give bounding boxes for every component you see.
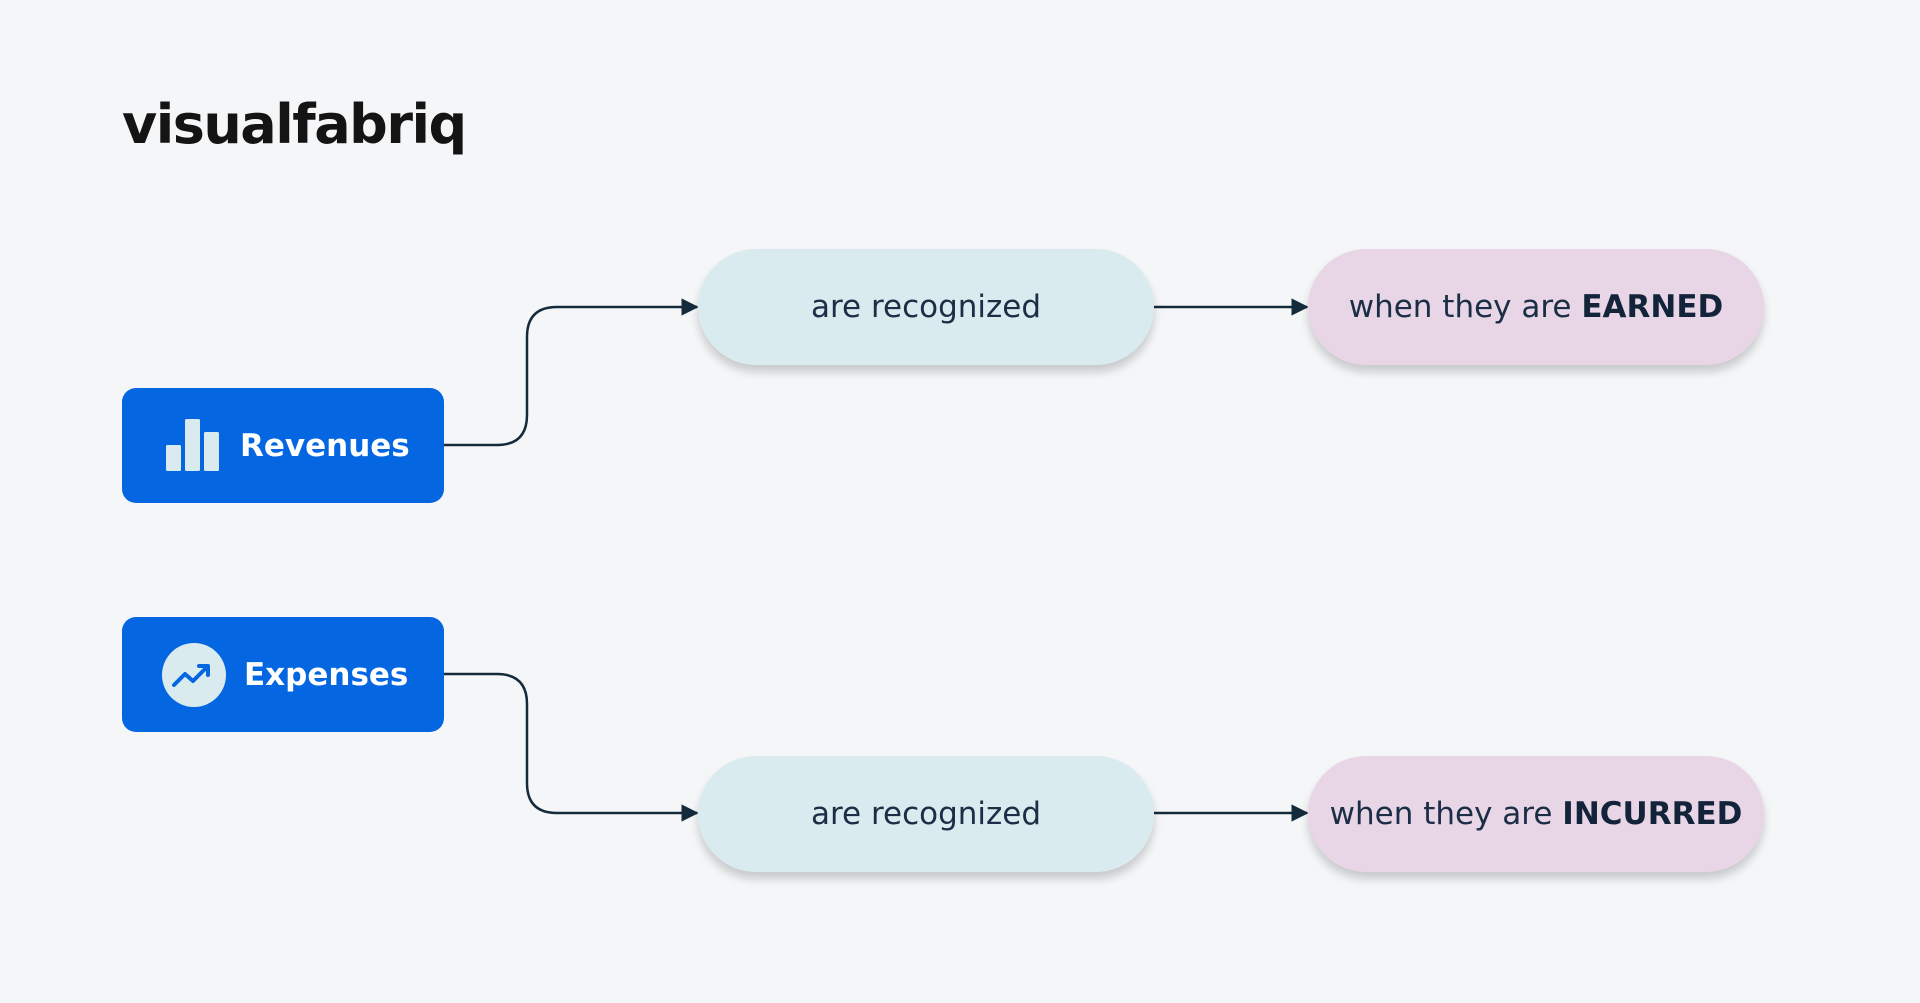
- recognized-text: are recognized: [810, 289, 1042, 325]
- connector-revenues-to-recognized: [444, 298, 699, 447]
- condition-prefix: when they are: [1348, 289, 1572, 325]
- revenues-label: Revenues: [240, 427, 410, 464]
- revenues-recognized-pill: are recognized: [698, 249, 1154, 365]
- condition-keyword-earned: EARNED: [1581, 289, 1724, 325]
- expenses-label: Expenses: [244, 656, 409, 693]
- expenses-box: Expenses: [122, 617, 444, 732]
- connector-expenses-to-recognized: [444, 672, 699, 822]
- bar-chart-icon: [166, 418, 220, 473]
- trending-up-icon: [162, 642, 226, 707]
- earned-condition-pill: when they are EARNED: [1308, 249, 1764, 365]
- visualfabriq-logo: visualfabriq: [122, 93, 467, 156]
- incurred-condition-pill: when they are INCURRED: [1308, 756, 1764, 872]
- revenues-box: Revenues: [122, 388, 444, 503]
- condition-keyword-incurred: INCURRED: [1562, 796, 1743, 832]
- recognized-text: are recognized: [810, 796, 1042, 832]
- condition-prefix: when they are: [1329, 796, 1553, 832]
- expenses-recognized-pill: are recognized: [698, 756, 1154, 872]
